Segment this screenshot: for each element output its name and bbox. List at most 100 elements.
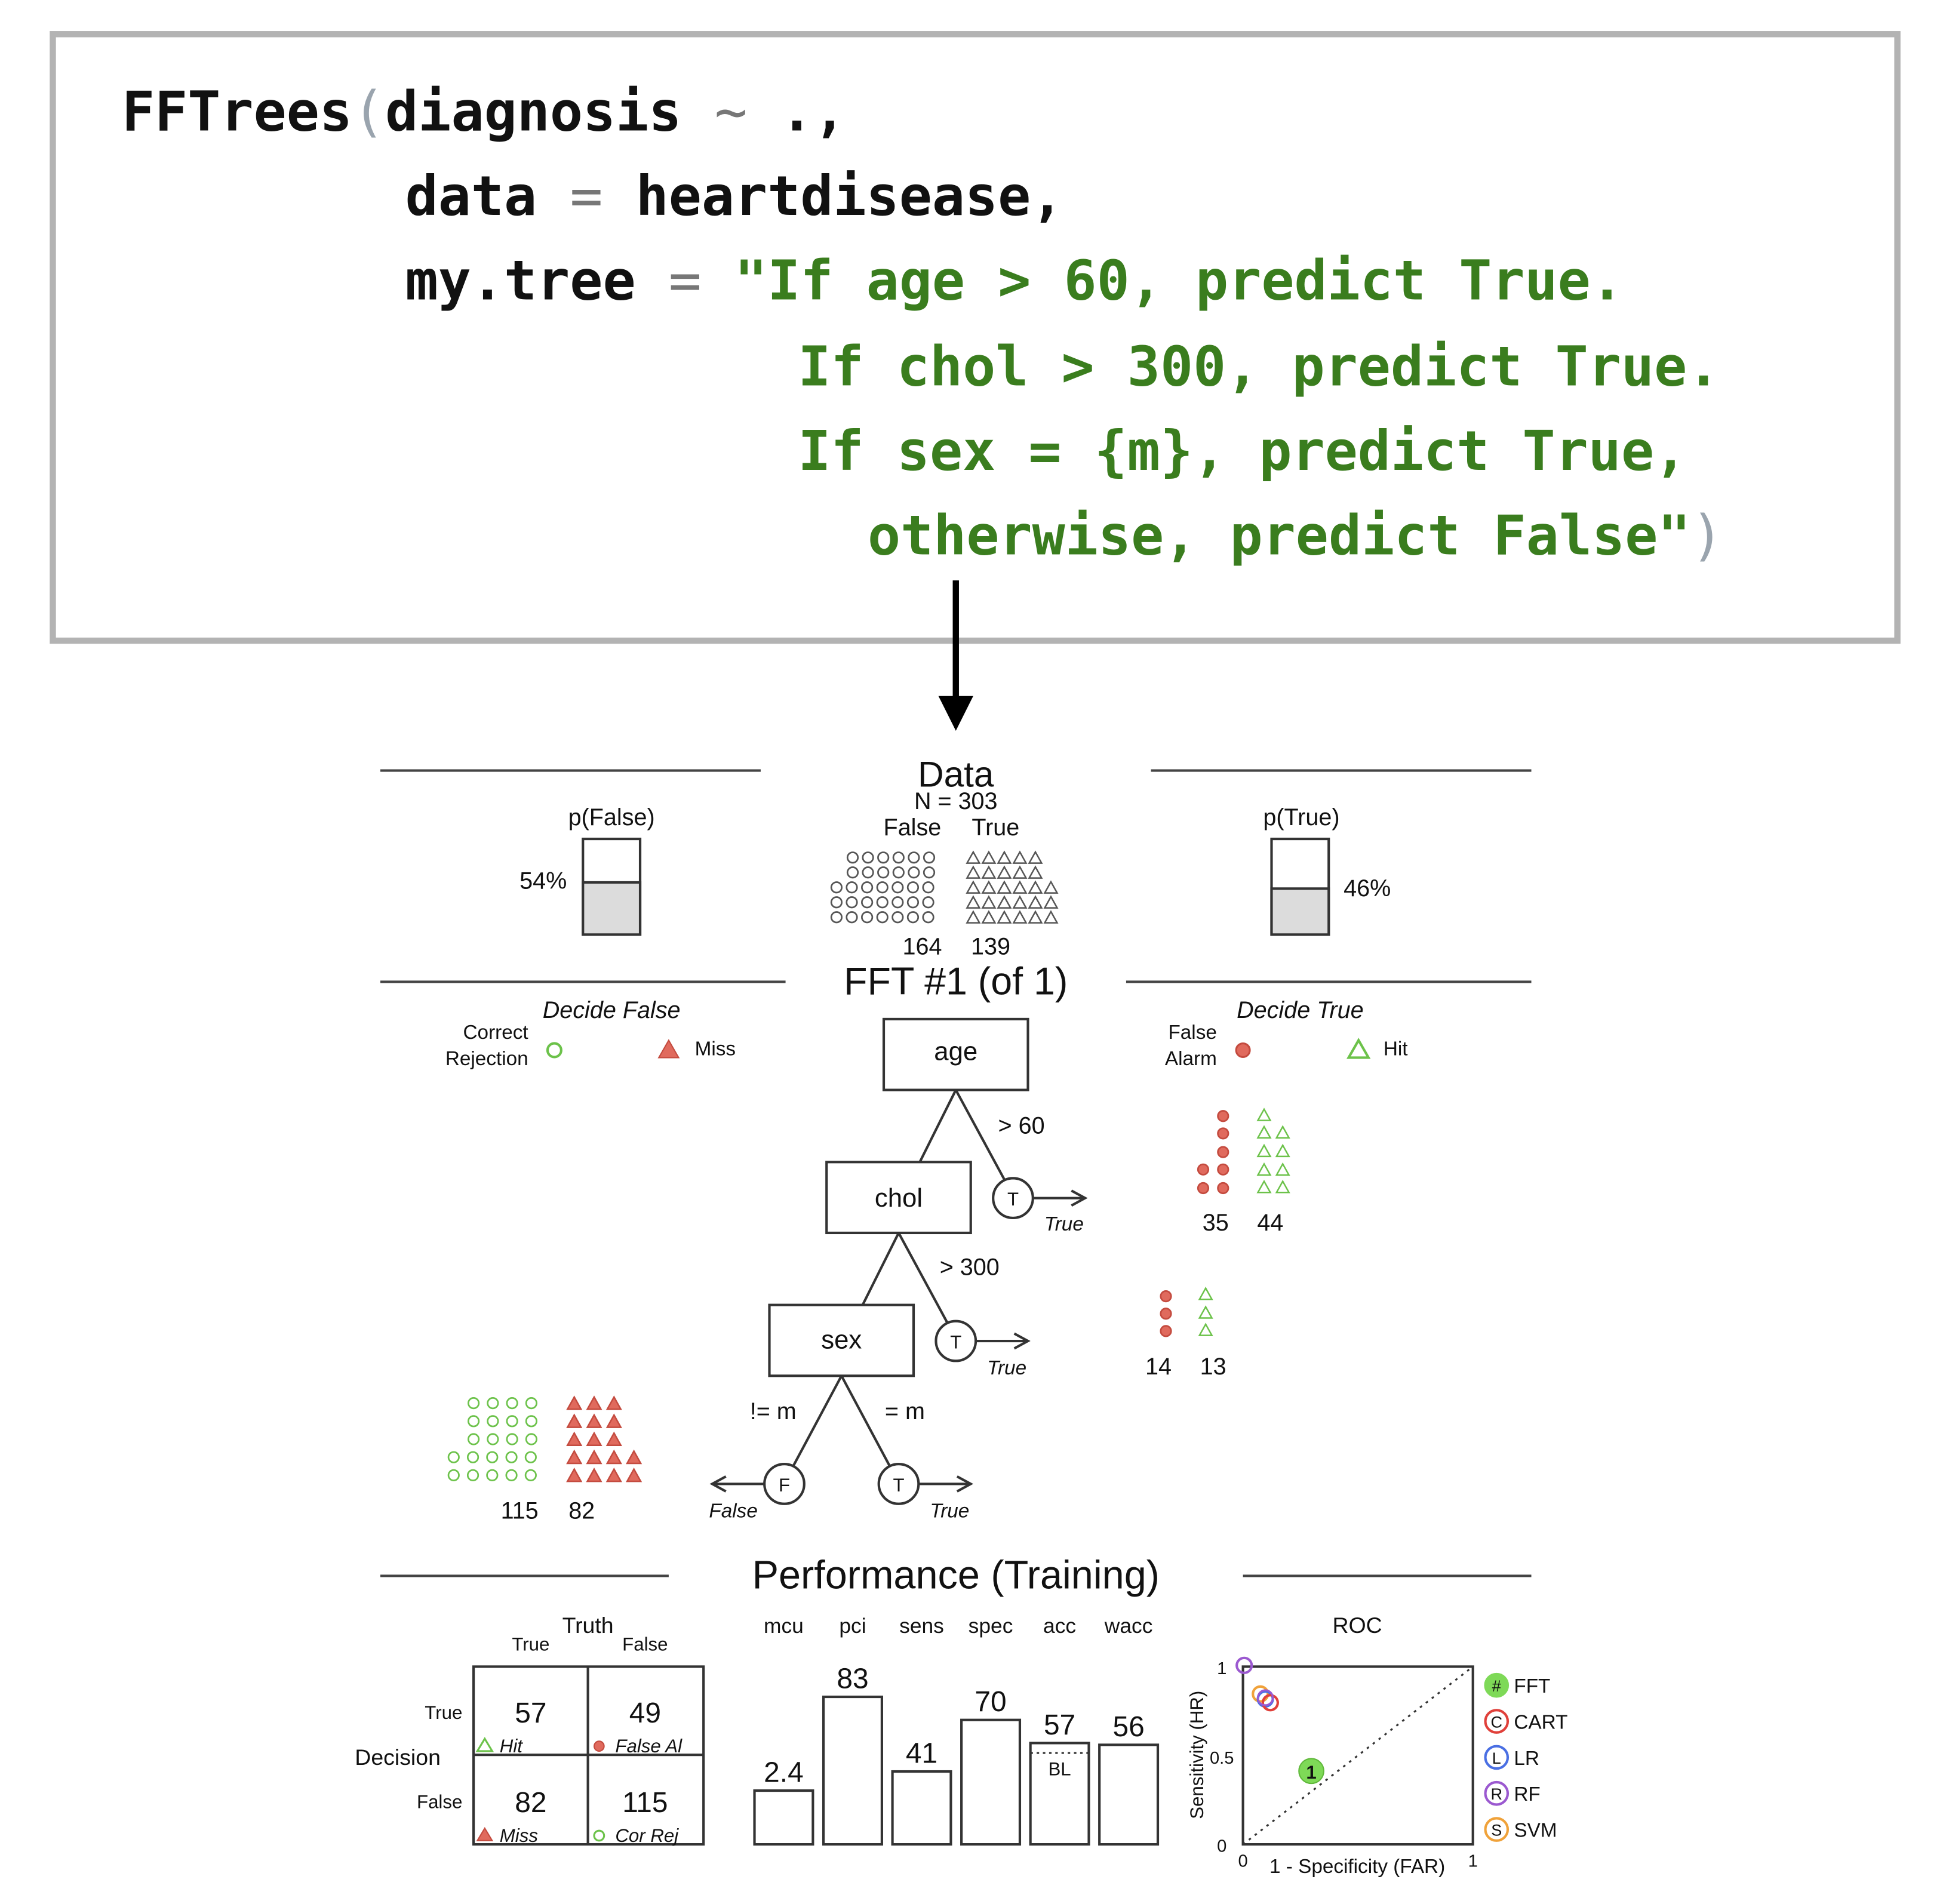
bar-wacc — [1098, 1743, 1160, 1846]
hit-icon — [1198, 1322, 1213, 1336]
code-line: otherwise, predict False") — [868, 505, 1724, 568]
miss-icon — [605, 1431, 622, 1447]
bar-value-label: 70 — [975, 1686, 1006, 1718]
correct-rejection-icon — [506, 1397, 518, 1410]
correct-rejection-icon — [524, 1451, 537, 1463]
code-token: ( — [352, 81, 386, 144]
chol-threshold: > 300 — [940, 1254, 1000, 1281]
rf-legend-icon — [1484, 1780, 1510, 1806]
node-age — [882, 1017, 1029, 1091]
exit-node-chol — [934, 1319, 977, 1362]
bar-value-label: 2.4 — [764, 1757, 804, 1789]
code-token: my.tree — [405, 250, 669, 313]
data-true-icon — [966, 910, 981, 924]
miss-icon — [566, 1467, 583, 1482]
correct-rejection-icon — [487, 1415, 499, 1428]
bar-value-label: 57 — [1044, 1709, 1075, 1741]
chol-fa-count: 14 — [1145, 1354, 1172, 1380]
sex-right-threshold: = m — [885, 1398, 925, 1425]
hit-icon — [1198, 1305, 1213, 1319]
decision-true: True — [425, 1702, 462, 1723]
cart-legend-icon — [1484, 1709, 1510, 1734]
code-token: = — [570, 165, 603, 229]
data-false-icon — [876, 911, 889, 924]
data-false-count: 164 — [903, 934, 942, 960]
data-true-icon — [981, 910, 997, 924]
data-false-icon — [923, 851, 936, 864]
data-true-count: 139 — [971, 934, 1010, 960]
data-true-icon — [1043, 910, 1059, 924]
data-false-icon — [892, 911, 904, 924]
code-token: FFTrees — [121, 81, 353, 144]
exit-sex-true-symbol: T — [893, 1475, 904, 1496]
branch — [918, 1089, 957, 1163]
decision-label: Decision — [355, 1745, 441, 1770]
bar-acc — [1029, 1742, 1090, 1846]
fa-cell-label: False Al — [615, 1736, 683, 1757]
correct-rejection-icon — [487, 1433, 499, 1445]
hit-icon — [1256, 1125, 1272, 1139]
code-box — [50, 31, 1901, 644]
miss-icon — [605, 1449, 622, 1465]
data-true-icon — [1012, 910, 1028, 924]
data-false-icon — [830, 911, 843, 924]
exit-chol-label: True — [987, 1357, 1026, 1379]
code-token: otherwise, predict False" — [867, 505, 1691, 568]
bar-value-label: 83 — [837, 1663, 868, 1694]
baseline-label: BL — [1048, 1759, 1071, 1780]
data-false-icon — [923, 866, 936, 879]
correct-rejection-icon — [525, 1397, 537, 1410]
code-token: data — [405, 165, 570, 229]
roc-ylabel: Sensitivity (HR) — [1186, 1691, 1207, 1819]
performance-title: Performance (Training) — [752, 1553, 1160, 1597]
code-token: "If age > 60, predict True. — [734, 250, 1624, 313]
roc-legend-label: CART — [1514, 1712, 1567, 1734]
n-label: N = 303 — [914, 788, 998, 814]
correct-rejection-icon — [525, 1433, 537, 1445]
exit-age-symbol: T — [1007, 1189, 1019, 1210]
fft-roc-point-label: 1 — [1306, 1762, 1316, 1783]
miss-icon — [566, 1413, 583, 1428]
correct-rejection-icon — [546, 1042, 562, 1059]
bar-category-label: spec — [969, 1614, 1013, 1638]
roc-legend-symbol: S — [1491, 1822, 1502, 1840]
miss-cell-icon — [476, 1827, 494, 1841]
exit-sex-true-label: True — [930, 1500, 969, 1522]
fft-roc-point — [1298, 1758, 1324, 1785]
legend-false-alarm-2: Alarm — [1165, 1048, 1217, 1070]
data-false-icon — [862, 866, 874, 879]
p-false-fill — [582, 881, 642, 936]
branch — [861, 1232, 900, 1306]
correct-rejection-icon — [466, 1451, 479, 1463]
data-true-icon — [966, 895, 981, 909]
legend-miss: Miss — [695, 1038, 736, 1060]
data-true-icon — [981, 850, 997, 864]
correct-rejection-icon — [486, 1451, 499, 1463]
code-token: ., — [747, 81, 847, 144]
exit-sex-false-symbol: F — [779, 1475, 790, 1496]
miss-icon — [605, 1395, 622, 1410]
cr-cell-value: 115 — [622, 1787, 668, 1819]
cr-cell-label: Cor Rej — [615, 1825, 679, 1846]
data-false-icon — [892, 896, 904, 909]
data-false-icon — [877, 866, 890, 879]
hit-icon — [1198, 1287, 1213, 1300]
code-line: data = heartdisease, — [405, 165, 1064, 229]
data-true-icon — [966, 865, 981, 879]
hit-icon — [1275, 1179, 1290, 1194]
miss-icon — [605, 1413, 622, 1428]
exit-sex-false-label: False — [709, 1500, 757, 1522]
correct-rejection-icon — [467, 1415, 480, 1428]
data-false-icon — [830, 881, 843, 894]
data-true-icon — [966, 850, 981, 864]
hit-icon — [1256, 1179, 1272, 1194]
correct-rejection-icon — [486, 1469, 499, 1481]
data-true-icon — [981, 865, 997, 879]
hit-cell-icon — [475, 1737, 494, 1752]
bar-category-label: sens — [899, 1614, 944, 1638]
data-false-icon — [892, 881, 904, 894]
data-false-icon — [846, 911, 858, 924]
data-true-icon — [1012, 850, 1028, 864]
false-alarm-icon — [1217, 1163, 1229, 1176]
miss-icon — [586, 1449, 602, 1465]
